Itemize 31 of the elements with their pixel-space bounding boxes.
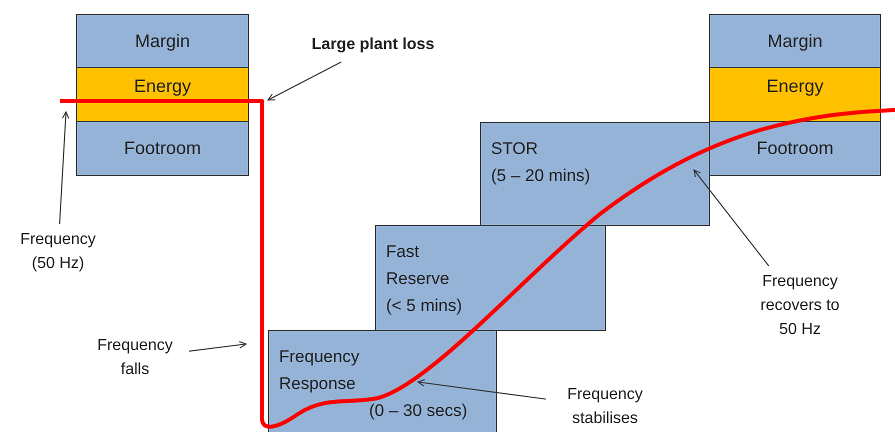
reserve-band [76, 121, 249, 176]
annotation-text: Frequency falls [85, 334, 185, 382]
leader-arrow [267, 62, 342, 101]
band-label: Footroom [756, 138, 834, 159]
annotation-text: Frequency recovers to 50 Hz [750, 270, 850, 342]
service-name: Fast Reserve [386, 241, 450, 290]
service-box [268, 330, 497, 432]
band-label: Margin [767, 30, 823, 52]
band-label: Margin [134, 30, 190, 52]
reserve-band [709, 14, 881, 68]
leader-arrow [59, 111, 70, 224]
energy-band [709, 67, 881, 122]
energy-band [76, 67, 249, 122]
service-name: Frequency Response [279, 346, 360, 395]
service-duration: (< 5 mins) [386, 295, 464, 317]
reserve-band [76, 14, 249, 68]
service-duration: (0 – 30 secs) [369, 400, 468, 422]
service-duration: (5 – 20 mins) [491, 165, 592, 187]
annotation-text: Frequency stabilises [550, 383, 660, 431]
service-name: STOR [491, 138, 539, 160]
leader-arrow [188, 341, 247, 352]
band-label: Energy [766, 76, 824, 97]
band-label: Footroom [124, 138, 202, 159]
band-label: Energy [134, 76, 192, 97]
leader-arrow [417, 379, 546, 400]
service-box [480, 122, 710, 226]
leader-arrow [693, 169, 770, 266]
annotation-text: Frequency (50 Hz) [8, 228, 108, 276]
reserve-band [709, 121, 881, 176]
service-box [375, 225, 606, 331]
annotation-text: Large plant loss [288, 33, 458, 57]
